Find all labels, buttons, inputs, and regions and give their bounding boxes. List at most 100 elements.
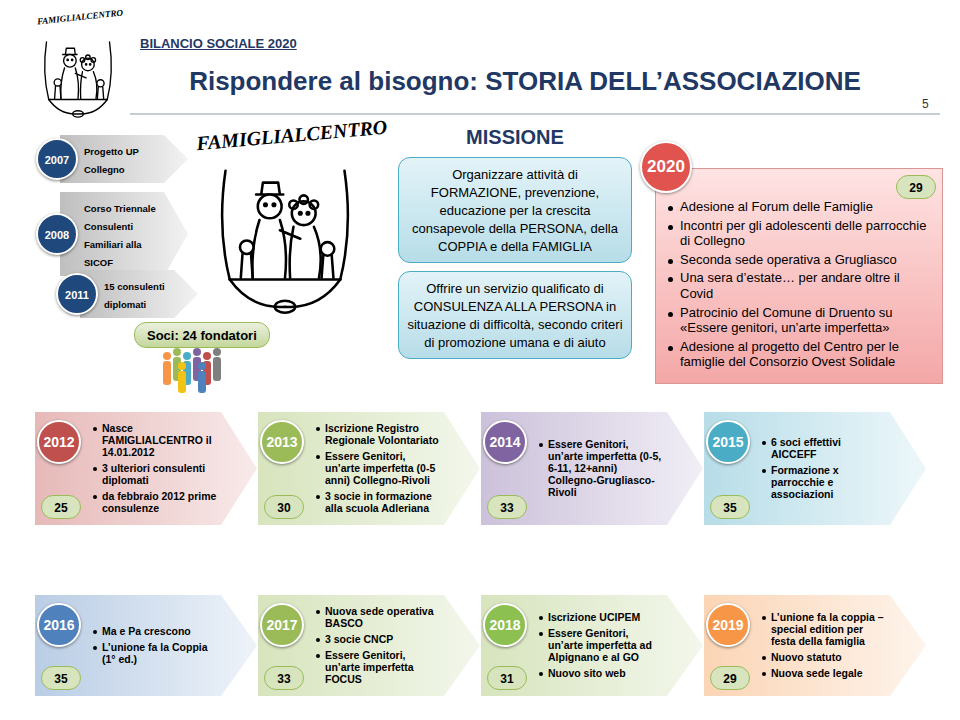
text-row: Seconda sede operativa a Grugliasco (668, 252, 932, 268)
text-row: Incontri per gli adolescenti delle parro… (668, 218, 932, 249)
text-row: Organizzare attività di FORMAZIONE, prev… (407, 165, 623, 255)
text-row: 35 (723, 498, 736, 516)
text-row: Iscrizione UCIPEM (539, 611, 663, 623)
text-row: 25 (54, 498, 67, 516)
member-count: 33 (487, 495, 527, 519)
arrow-outline (60, 192, 188, 276)
year-circle: 2015 (706, 420, 750, 464)
bullet-dot (316, 638, 320, 642)
text-row: Una sera d’estate… per andare oltre il C… (668, 270, 932, 301)
arrow-outline (704, 595, 926, 696)
bullet-dot (762, 616, 766, 620)
arrow-outline (258, 412, 480, 525)
bullet-text: Iscrizione UCIPEM (548, 611, 640, 623)
arrow-outline (704, 412, 926, 525)
bullet-text: Ma e Pa crescono (102, 625, 191, 637)
bullet-dot (539, 616, 543, 620)
member-count: 31 (487, 666, 527, 690)
timeline-arrow: L’unione fa la coppia – special edition … (704, 595, 926, 696)
bullet-dot (539, 632, 543, 636)
member-count: 29 (896, 175, 936, 199)
member-count: 35 (41, 666, 81, 690)
report-label: BILANCIO SOCIALE 2020 (140, 36, 297, 51)
page-number: 5 (922, 97, 929, 111)
bullet-text: Seconda sede operativa a Grugliasco (680, 252, 897, 268)
text-row: Patrocinio del Comune di Druento su «Ess… (668, 305, 932, 336)
logo-figure (45, 42, 112, 117)
year-circle: 2019 (706, 603, 750, 647)
count-number: 33 (500, 501, 513, 515)
member-count: 35 (710, 495, 750, 519)
year-label: 2011 (65, 289, 89, 301)
count-number: 31 (500, 672, 513, 686)
text-row: 6 soci effettivi AICCEFF (762, 436, 886, 460)
box-text: 15 consulenti diplomati (104, 281, 165, 310)
year-circle: 2020 (640, 141, 692, 193)
bullet-text: Una sera d’estate… per andare oltre il C… (680, 270, 932, 301)
text-row: 2012 (43, 433, 74, 451)
text-row: 2020 (647, 157, 685, 177)
bullet-dot (93, 630, 97, 634)
text-group: 2008 (45, 225, 69, 243)
text-group: 2019 (712, 616, 743, 634)
year-panel: Adesione al Forum delle FamiglieIncontri… (655, 168, 943, 384)
bullet-dot (668, 206, 673, 211)
year-label: 2015 (712, 434, 743, 450)
bullet-text: L’unione fa la coppia – special edition … (771, 611, 886, 647)
bullet-text: Adesione al Forum delle Famiglie (680, 199, 873, 215)
text-group: 33 (500, 498, 513, 516)
bullet-text: Iscrizione Registro Regionale Volontaria… (325, 422, 440, 446)
year-circle: 2013 (260, 420, 304, 464)
text-row: 3 socie CNCP (316, 633, 440, 645)
bullet-dot (668, 259, 673, 264)
text-group: Iscrizione UCIPEMEssere Genitori, un’art… (539, 611, 663, 683)
text-group: 33 (277, 669, 290, 687)
box-text: Organizzare attività di FORMAZIONE, prev… (412, 167, 618, 254)
text-row: 2017 (266, 616, 297, 634)
count-number: 35 (54, 672, 67, 686)
year-circle: 2012 (37, 420, 81, 464)
text-row: 35 (54, 669, 67, 687)
text-row: 2018 (489, 616, 520, 634)
text-row: 2013 (266, 433, 297, 451)
text-row: L’unione fa la coppia – special edition … (762, 611, 886, 647)
text-row: 30 (277, 498, 290, 516)
text-row: Progetto UP Collegno (84, 141, 160, 177)
bullet-text: Nuovo statuto (771, 651, 842, 663)
section-heading: MISSIONE (440, 126, 590, 149)
year-circle: 2014 (483, 420, 527, 464)
text-row: 2011 (65, 285, 89, 303)
logo-figure (222, 171, 348, 313)
year-label: 2007 (45, 154, 69, 166)
text-group: Organizzare attività di FORMAZIONE, prev… (407, 165, 623, 255)
text-row: Corso Triennale Consulenti Familiari all… (84, 198, 160, 270)
text-group: Corso Triennale Consulenti Familiari all… (84, 198, 160, 270)
text-group: 6 soci effettivi AICCEFF Formazione x par… (762, 436, 886, 504)
text-row: 2007 (45, 150, 69, 168)
text-group: 25 (54, 498, 67, 516)
year-label: 2014 (489, 434, 520, 450)
count-number: 35 (723, 501, 736, 515)
text-row: 33 (500, 498, 513, 516)
text-row: Nuova sede operativa BASCO (316, 605, 440, 629)
box-text: Corso Triennale Consulenti Familiari all… (84, 203, 156, 268)
timeline-arrow: Ma e Pa cresconoL’unione fa la Coppia (1… (35, 595, 257, 696)
count-number: 33 (277, 672, 290, 686)
text-row: Nuova sede legale (762, 667, 886, 679)
year-arrow: 15 consulenti diplomati2011 (80, 270, 198, 318)
text-group: 35 (723, 498, 736, 516)
text-group: 2015 (712, 433, 743, 451)
text-row: Nuovo statuto (762, 651, 886, 663)
text-group: 30 (277, 498, 290, 516)
text-row: 2008 (45, 225, 69, 243)
text-row: Nasce FAMIGLIALCENTRO il 14.01.2012 (93, 422, 217, 458)
year-circle: 2018 (483, 603, 527, 647)
bullet-dot (316, 455, 320, 459)
member-count: 30 (264, 495, 304, 519)
text-row: Formazione x parrocchie e associazioni (762, 464, 886, 500)
bullet-text: 3 socie CNCP (325, 633, 393, 645)
timeline-arrow: 6 soci effettivi AICCEFF Formazione x par… (704, 412, 926, 525)
bullet-dot (668, 277, 673, 282)
text-row: 31 (500, 669, 513, 687)
year-label: 2019 (712, 617, 743, 633)
